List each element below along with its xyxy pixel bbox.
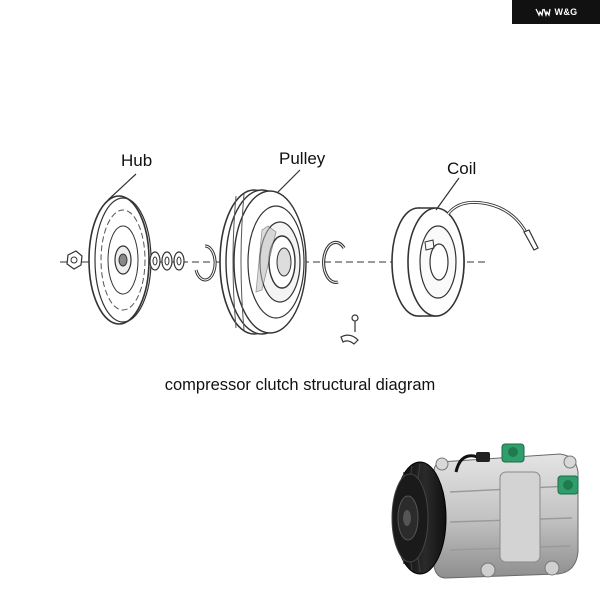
clutch-exploded-diagram <box>60 169 539 345</box>
snap-ring-icon <box>194 244 217 282</box>
pulley-photo-icon <box>391 461 447 575</box>
wing-logo-icon <box>534 8 551 17</box>
snap-ring-icon <box>322 240 346 284</box>
key-pin-icon <box>340 314 359 345</box>
coil-label: Coil <box>447 159 477 178</box>
compressor-photo <box>391 443 579 579</box>
hub-plate-icon <box>88 195 152 325</box>
pulley-label: Pulley <box>279 149 326 168</box>
hub-label: Hub <box>121 151 153 170</box>
green-port-icon <box>501 443 525 463</box>
nut-icon <box>66 250 83 270</box>
pulley-icon <box>219 189 307 335</box>
pulley-leader-line <box>277 169 301 193</box>
coil-leader-line <box>435 177 460 211</box>
diagram-caption: compressor clutch structural diagram <box>164 376 436 394</box>
brand-text: W&G <box>554 7 578 17</box>
shim-washers-icon <box>149 251 185 271</box>
brand-badge: W&G <box>512 0 600 24</box>
hub-leader-line <box>107 173 137 201</box>
coil-icon <box>391 200 539 317</box>
green-port-icon <box>557 475 579 495</box>
